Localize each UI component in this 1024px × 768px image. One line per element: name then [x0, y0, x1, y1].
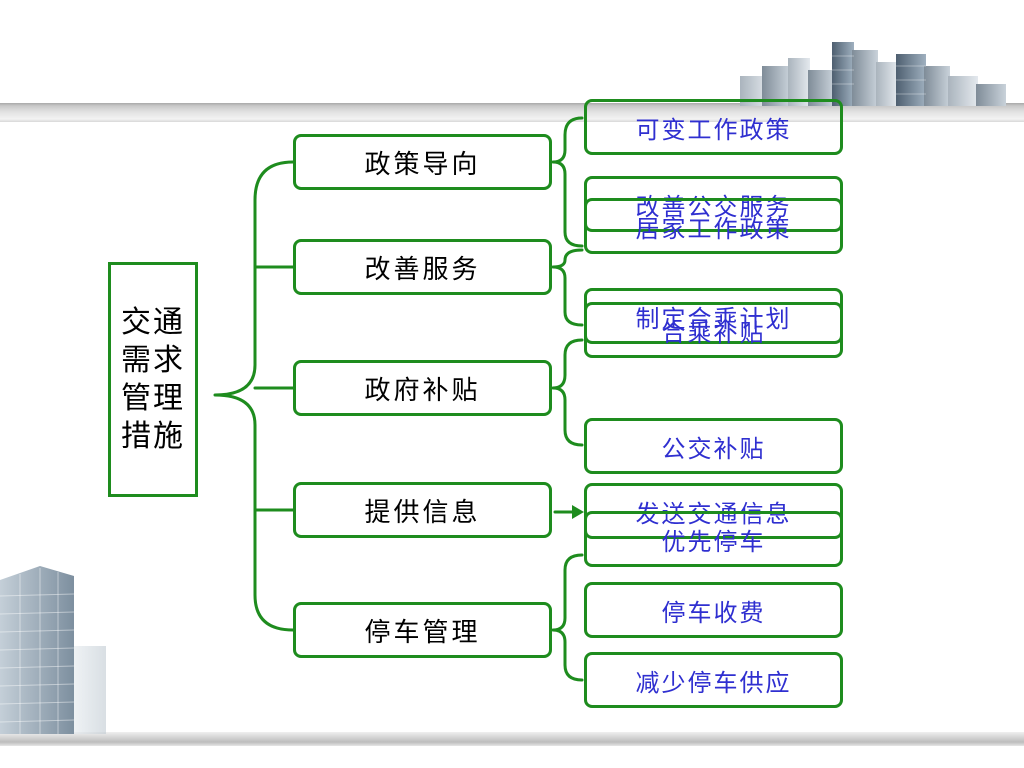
category-node-policy: 政策导向 [293, 134, 552, 190]
measure-label: 居家工作政策 [635, 214, 792, 243]
measure-label: 减少停车供应 [635, 668, 792, 697]
brace-service [551, 248, 584, 327]
root-line: 交通 [121, 304, 185, 340]
arrow-info-head [572, 505, 584, 519]
category-node-parking: 停车管理 [293, 602, 552, 658]
top-divider-band [0, 103, 1024, 122]
category-label: 停车管理 [364, 617, 481, 648]
root-brace [213, 160, 295, 632]
root-line: 措施 [121, 418, 185, 454]
brace-parking [551, 553, 584, 682]
root-node: 交通 需求 管理 措施 [108, 262, 198, 497]
brace-policy [551, 116, 584, 248]
measure-label: 合乘补贴 [661, 318, 766, 347]
measure-node: 停车收费 [584, 582, 843, 638]
measure-node: 优先停车 [584, 511, 843, 567]
category-label: 改善服务 [364, 254, 481, 285]
root-line: 需求 [121, 342, 185, 378]
brace-subsidy [551, 338, 584, 447]
category-node-service: 改善服务 [293, 239, 552, 295]
measure-label: 可变工作政策 [635, 115, 792, 144]
category-node-subsidy: 政府补贴 [293, 360, 552, 416]
category-label: 提供信息 [364, 497, 481, 528]
measure-node: 可变工作政策 [584, 99, 843, 155]
category-node-information: 提供信息 [293, 482, 552, 538]
measure-label: 优先停车 [661, 527, 766, 556]
measure-label: 停车收费 [661, 598, 766, 627]
measure-label: 制定合乘计划 [635, 304, 792, 333]
bottom-divider-band [0, 732, 1024, 746]
measure-node: 公交补贴 [584, 418, 843, 474]
measure-label: 改善公交服务 [635, 192, 792, 221]
measure-node: 减少停车供应 [584, 652, 843, 708]
category-label: 政府补贴 [364, 375, 481, 406]
measure-node: 居家工作政策 [584, 198, 843, 254]
measure-node: 合乘补贴 [584, 302, 843, 358]
skyline-bottom-left-image [0, 566, 106, 734]
category-label: 政策导向 [364, 149, 481, 180]
root-line: 管理 [121, 380, 185, 416]
measure-label: 公交补贴 [661, 434, 766, 463]
